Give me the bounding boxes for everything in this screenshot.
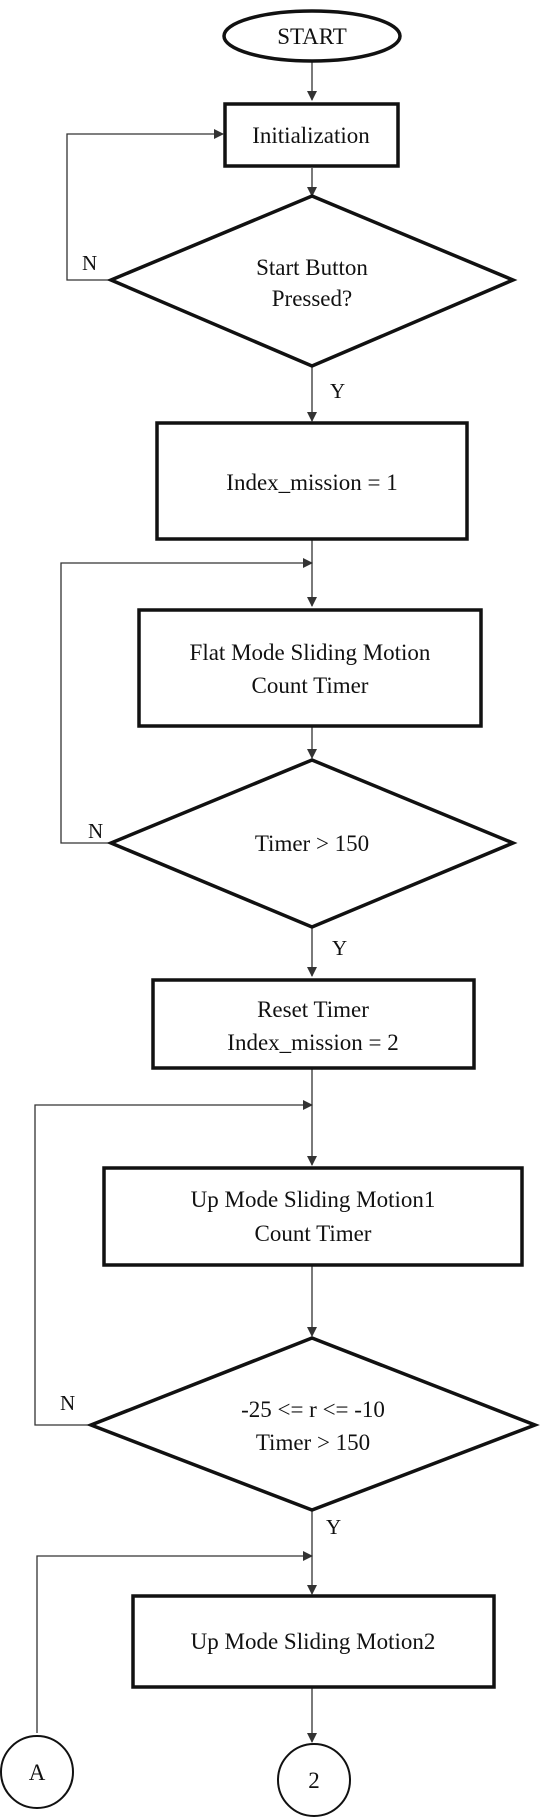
cond2-line1: -25 <= r <= -10 (241, 1397, 385, 1422)
loop-no-start-check (66, 129, 224, 281)
timer1-label: Timer > 150 (255, 831, 369, 856)
index1-label: Index_mission = 1 (226, 470, 397, 495)
connector-a: A (0, 1735, 74, 1809)
reset-line1: Reset Timer (257, 997, 369, 1022)
start-check-line1: Start Button (256, 255, 368, 280)
index1-process: Index_mission = 1 (155, 421, 469, 541)
start-check-decision: Start Button Pressed? N Y (82, 194, 518, 403)
start-label: START (277, 24, 347, 49)
loop-no-cond2 (34, 1100, 313, 1426)
flat-mode-line2: Count Timer (252, 673, 369, 698)
timer1-yes-label: Y (332, 936, 347, 960)
up-mode2-label: Up Mode Sliding Motion2 (191, 1629, 436, 1654)
init-process: Initialization (223, 102, 400, 168)
timer1-no-label: N (88, 819, 103, 843)
connector-2-label: 2 (308, 1768, 320, 1793)
arrow-connector-a-in (36, 1551, 313, 1733)
up-mode1-process: Up Mode Sliding Motion1 Count Timer (102, 1166, 524, 1267)
start-check-yes-label: Y (330, 379, 345, 403)
flat-mode-process: Flat Mode Sliding Motion Count Timer (137, 608, 483, 728)
up-mode1-line1: Up Mode Sliding Motion1 (191, 1187, 436, 1212)
reset-process: Reset Timer Index_mission = 2 (151, 978, 476, 1070)
start-check-line2: Pressed? (272, 286, 352, 311)
connector-2: 2 (277, 1743, 351, 1817)
connectors (34, 61, 317, 1743)
cond2-line2: Timer > 150 (256, 1430, 370, 1455)
timer1-decision: Timer > 150 N Y (88, 758, 518, 960)
init-label: Initialization (252, 123, 370, 148)
loop-no-timer1 (60, 558, 313, 844)
cond2-no-label: N (60, 1391, 75, 1415)
flat-mode-line1: Flat Mode Sliding Motion (190, 640, 431, 665)
connector-a-label: A (29, 1760, 46, 1785)
cond2-yes-label: Y (326, 1515, 341, 1539)
start-terminal: START (222, 9, 402, 63)
start-check-no-label: N (82, 251, 97, 275)
reset-line2: Index_mission = 2 (227, 1030, 398, 1055)
cond2-decision: -25 <= r <= -10 Timer > 150 N Y (60, 1336, 540, 1539)
up-mode2-process: Up Mode Sliding Motion2 (131, 1594, 496, 1689)
up-mode1-line2: Count Timer (255, 1221, 372, 1246)
